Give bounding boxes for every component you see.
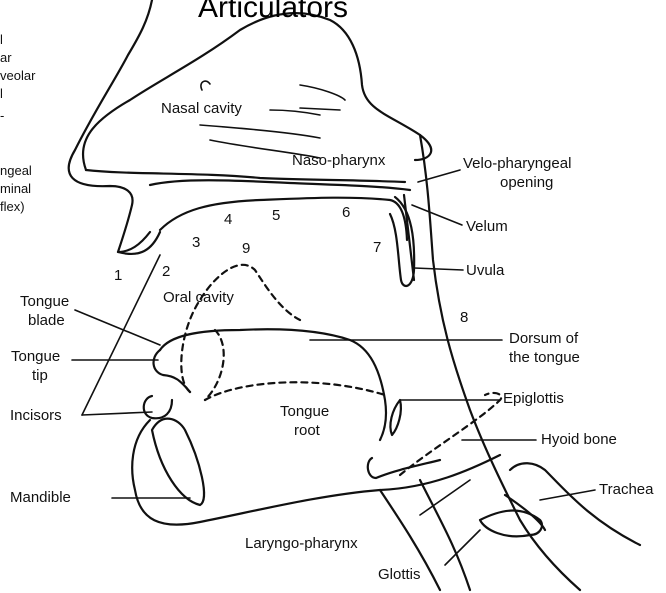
left-fragment: flex)	[0, 199, 25, 215]
label-velo-pharyngeal: Velo-pharyngeal	[463, 155, 571, 172]
left-fragment: ar	[0, 50, 12, 66]
hyoid-bone	[368, 458, 440, 478]
label-velo-opening: opening	[500, 174, 553, 191]
label-tongue-blade: Tongue	[20, 293, 69, 310]
label-epiglottis: Epiglottis	[503, 390, 564, 407]
label-nasal-cavity: Nasal cavity	[161, 100, 242, 117]
label-tongue-root: Tongue	[280, 403, 329, 420]
left-fragment: l	[0, 86, 3, 102]
tongue-dash-2	[205, 382, 385, 400]
nasal-conchae	[200, 81, 345, 158]
label-dorsum: Dorsum of	[509, 330, 578, 347]
label-trachea: Trachea	[599, 481, 653, 498]
label-tongue-root: root	[294, 422, 320, 439]
label-incisors: Incisors	[10, 407, 62, 424]
place-number: 3	[192, 235, 200, 251]
tongue-dash-3	[205, 330, 224, 400]
label-tongue-tip: Tongue	[11, 348, 60, 365]
label-glottis: Glottis	[378, 566, 421, 583]
place-number: 8	[460, 310, 468, 326]
tongue-dorsum	[160, 329, 386, 440]
label-tongue-tip: tip	[32, 367, 48, 384]
label-dorsum: the tongue	[509, 349, 580, 366]
place-number: 7	[373, 240, 381, 256]
label-oral-cavity: Oral cavity	[163, 289, 234, 306]
place-number: 9	[242, 241, 250, 257]
left-fragment: ngeal	[0, 163, 32, 179]
front-tube	[420, 480, 470, 590]
lower-lip	[144, 396, 172, 418]
mandible-bone	[152, 419, 204, 505]
label-tongue-blade: blade	[28, 312, 65, 329]
label-naso-pharynx: Naso-pharynx	[292, 152, 385, 169]
label-mandible: Mandible	[10, 489, 71, 506]
left-fragment: -	[0, 108, 4, 124]
place-number: 1	[114, 268, 122, 284]
place-number: 6	[342, 205, 350, 221]
left-fragment: minal	[0, 181, 31, 197]
label-velum: Velum	[466, 218, 508, 235]
face-outline	[69, 0, 152, 252]
glottis-shape	[480, 511, 542, 537]
epiglottis	[390, 400, 400, 435]
label-uvula: Uvula	[466, 262, 504, 279]
left-fragment: veolar	[0, 68, 35, 84]
place-number: 4	[224, 212, 232, 228]
label-hyoid-bone: Hyoid bone	[541, 431, 617, 448]
diagram-title: Articulators	[198, 0, 348, 23]
nasal-cavity-outline	[83, 13, 431, 170]
place-number: 2	[162, 264, 170, 280]
tongue-tip	[154, 350, 190, 392]
left-fragment: l	[0, 32, 3, 48]
label-laryngo-pharynx: Laryngo-pharynx	[245, 535, 358, 552]
tongue-dash-1	[181, 265, 300, 392]
place-number: 5	[272, 208, 280, 224]
